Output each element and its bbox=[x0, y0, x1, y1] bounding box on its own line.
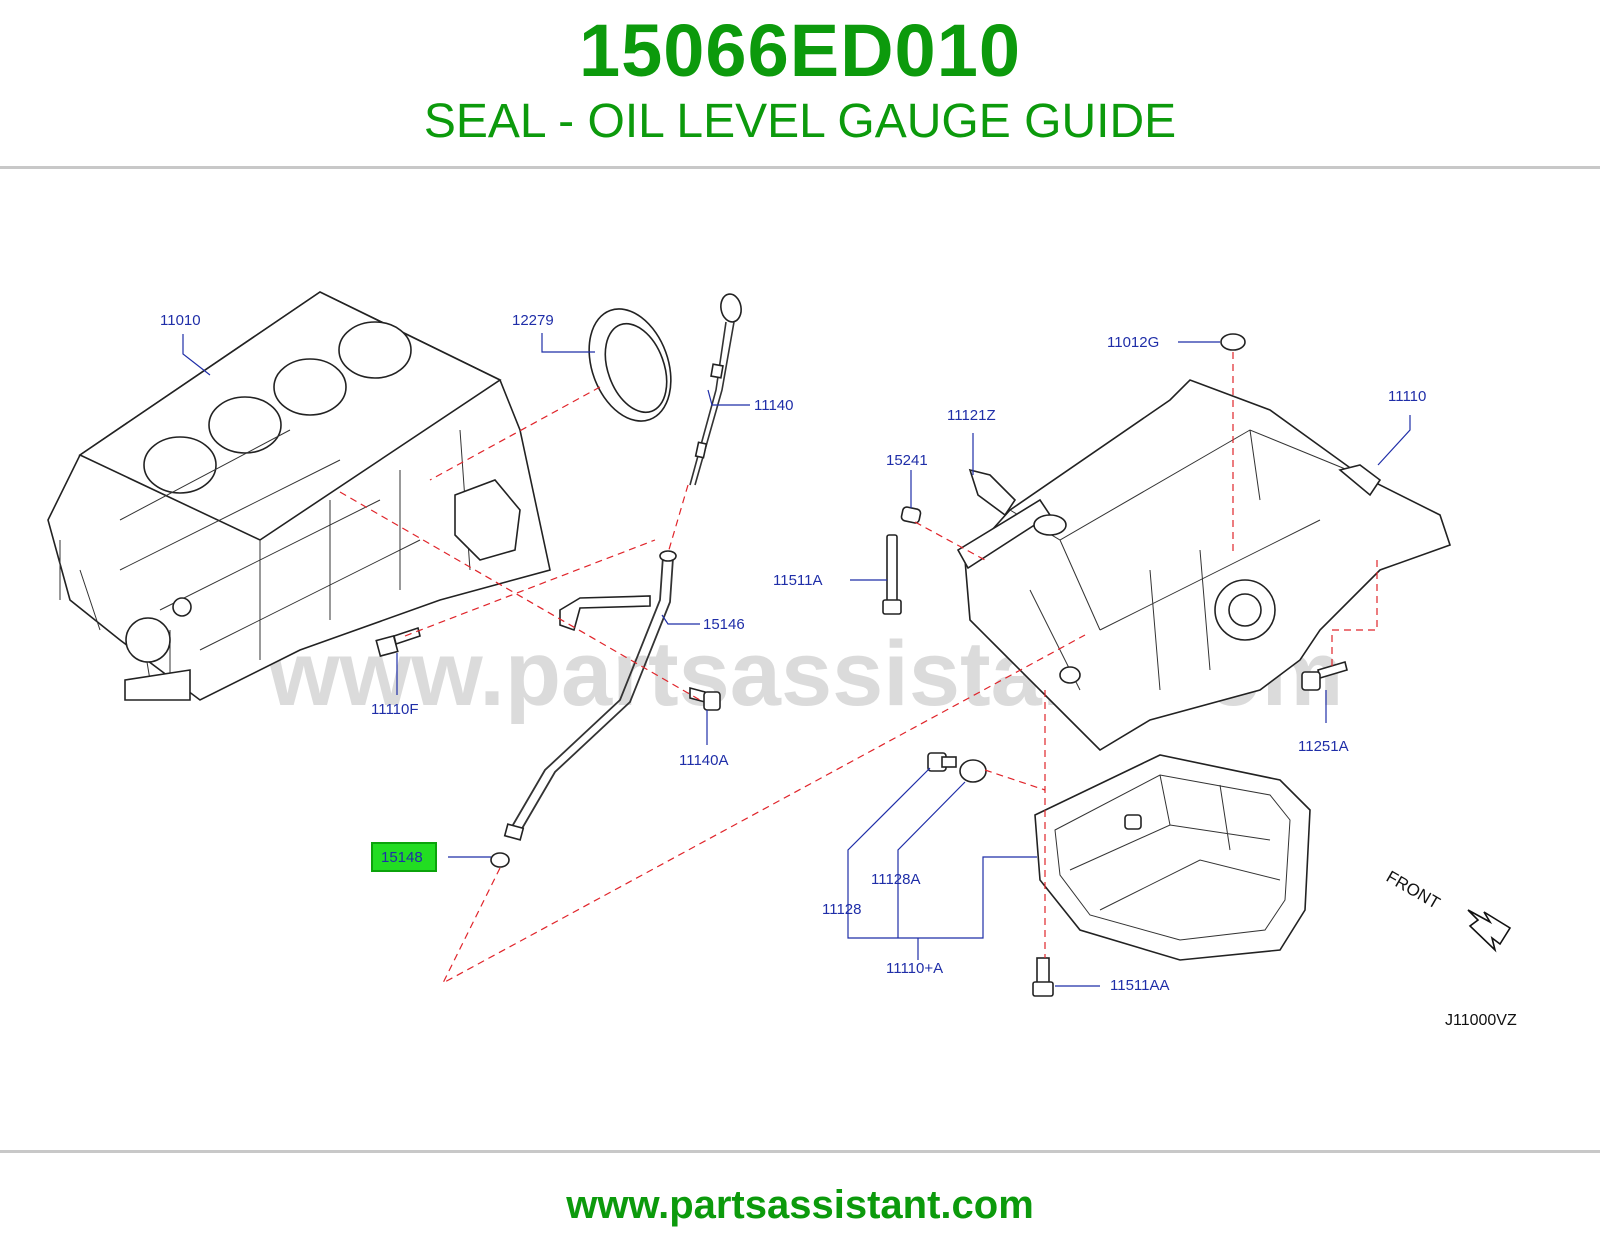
footer-divider bbox=[0, 1150, 1600, 1153]
baffle-11121z-drawing bbox=[968, 468, 1017, 517]
oil-seal-12279-drawing bbox=[588, 308, 672, 422]
footer-url[interactable]: www.partsassistant.com bbox=[566, 1183, 1034, 1227]
callout-15148[interactable]: 15148 bbox=[381, 849, 423, 866]
parts-diagram: www.partsassistant.com bbox=[0, 270, 1600, 1100]
dowel-15241-drawing bbox=[900, 506, 922, 524]
callout-11128[interactable]: 11128 bbox=[822, 901, 862, 918]
drain-plug-11128-drawing bbox=[927, 752, 957, 772]
bolt-11140a-drawing bbox=[689, 686, 721, 711]
callout-leaders bbox=[182, 333, 1411, 987]
parts-diagram-svg: www.partsassistant.com bbox=[47, 291, 1517, 1029]
bolt-11511aa-drawing bbox=[1032, 957, 1054, 997]
front-indicator: FRONT bbox=[1383, 867, 1512, 953]
washer-11012g-drawing bbox=[1220, 333, 1246, 351]
front-arrow-icon bbox=[1467, 909, 1512, 953]
lower-oil-pan-drawing bbox=[1034, 754, 1311, 961]
bolt-11110f-drawing bbox=[375, 626, 421, 658]
gauge-guide-15146-drawing bbox=[503, 550, 677, 841]
o-ring-15148-drawing bbox=[490, 852, 510, 868]
part-number: 15066ED010 bbox=[578, 9, 1022, 92]
page-header: 15066ED010 SEAL - OIL LEVEL GAUGE GUIDE bbox=[0, 0, 1600, 170]
front-label: FRONT bbox=[1383, 867, 1443, 913]
callout-15241[interactable]: 15241 bbox=[886, 452, 928, 469]
bolt-11511a-drawing bbox=[882, 534, 902, 615]
header-divider bbox=[0, 166, 1600, 169]
drain-washer-11128a-drawing bbox=[959, 759, 987, 783]
callout-11012g[interactable]: 11012G bbox=[1107, 334, 1159, 351]
callout-12279[interactable]: 12279 bbox=[512, 312, 554, 329]
callout-11121z[interactable]: 11121Z bbox=[947, 407, 996, 424]
callout-11110[interactable]: 11110 bbox=[1388, 388, 1426, 405]
callout-11140a[interactable]: 11140A bbox=[679, 752, 729, 769]
callout-labels: 11010 12279 11140 11012G 11110 11121Z 15… bbox=[160, 312, 1426, 994]
assembly-lines bbox=[339, 352, 1378, 985]
cylinder-block-drawing bbox=[47, 291, 551, 701]
callout-15146[interactable]: 15146 bbox=[703, 616, 745, 633]
bolt-11251a-drawing bbox=[1301, 660, 1348, 691]
callout-11251a[interactable]: 11251A bbox=[1298, 738, 1349, 755]
callout-11010[interactable]: 11010 bbox=[160, 312, 201, 329]
drawing-code: J11000VZ bbox=[1445, 1012, 1517, 1029]
callout-11511aa[interactable]: 11511AA bbox=[1110, 977, 1170, 994]
highlight-box-15148 bbox=[371, 842, 437, 872]
callout-11110f[interactable]: 11110F bbox=[371, 701, 419, 718]
callout-11128a[interactable]: 11128A bbox=[871, 871, 921, 888]
part-title: SEAL - OIL LEVEL GAUGE GUIDE bbox=[423, 95, 1177, 148]
callout-11140[interactable]: 11140 bbox=[754, 397, 794, 414]
dipstick-11140-drawing bbox=[689, 293, 742, 486]
callout-11110a[interactable]: 11110+A bbox=[886, 960, 943, 977]
upper-oil-pan-11110-drawing bbox=[956, 379, 1452, 752]
callout-11511a[interactable]: 11511A bbox=[773, 572, 823, 589]
